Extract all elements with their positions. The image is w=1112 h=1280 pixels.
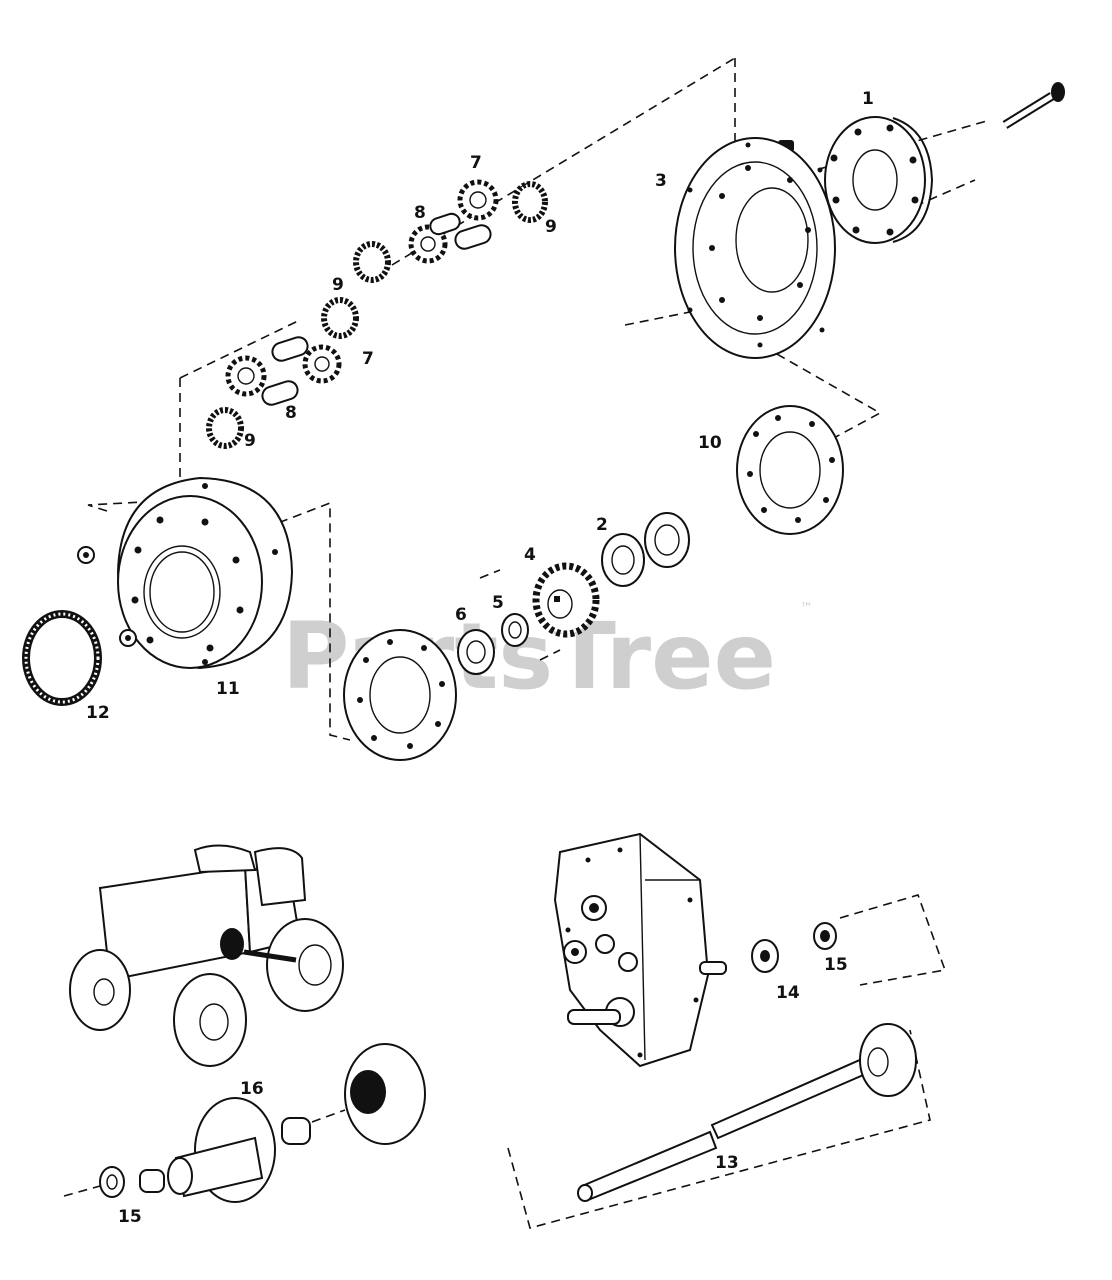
nut-icon (99, 1166, 125, 1198)
nut-icon (119, 629, 137, 647)
callout-15b: 15 (118, 1207, 142, 1227)
pin-icon (454, 224, 492, 250)
hub-flange-icon (824, 116, 934, 244)
transmission-case-icon (553, 832, 727, 1068)
bushing-icon (281, 1117, 311, 1145)
callout-7b: 7 (362, 349, 374, 369)
tractor-icon (69, 844, 344, 1067)
differential-case-icon (116, 476, 294, 670)
callout-8a: 8 (414, 203, 426, 223)
callout-4: 4 (524, 545, 536, 565)
callout-1: 1 (862, 89, 874, 109)
callout-9a: 9 (545, 217, 557, 237)
callout-2: 2 (596, 515, 608, 535)
pinion-gear-icon (457, 179, 499, 221)
callout-13: 13 (715, 1153, 739, 1173)
callout-9b: 9 (332, 275, 344, 295)
pin-icon (429, 212, 461, 236)
pin-icon (271, 336, 309, 362)
callout-16: 16 (240, 1079, 264, 1099)
axle-hub-icon (167, 1043, 426, 1203)
callout-11: 11 (216, 679, 240, 699)
housing-plate-icon (674, 137, 836, 359)
gasket-icon (736, 405, 844, 535)
spring-icon (321, 297, 359, 339)
gasket-icon (343, 629, 457, 761)
bushing-icon (501, 613, 529, 647)
spring-icon (512, 181, 548, 223)
callout-5: 5 (492, 593, 504, 613)
washer-icon (601, 533, 645, 587)
callout-12: 12 (86, 703, 110, 723)
bearing-ring-icon (22, 610, 102, 706)
spring-icon (206, 407, 244, 449)
callout-10: 10 (698, 433, 722, 453)
callout-6: 6 (455, 605, 467, 625)
pinion-gear-icon (408, 224, 448, 264)
nut-icon (77, 546, 95, 564)
callout-14: 14 (776, 983, 800, 1003)
callout-8b: 8 (285, 403, 297, 423)
axle-icon (577, 1023, 917, 1202)
callout-7a: 7 (470, 153, 482, 173)
callout-15a: 15 (824, 955, 848, 975)
bushing-icon (139, 1169, 165, 1193)
washer-icon (751, 939, 779, 973)
callout-9c: 9 (244, 431, 256, 451)
bolt-icon (1002, 82, 1065, 129)
gear-icon (532, 562, 600, 638)
washer-icon (644, 512, 690, 568)
pin-icon (261, 380, 299, 406)
pinion-gear-icon (302, 344, 342, 384)
nut-icon (813, 922, 837, 950)
axle-frame (507, 894, 947, 1229)
spring-icon (353, 241, 391, 283)
watermark-trademark: ™ (800, 601, 813, 616)
washer-icon (457, 629, 495, 675)
pinion-gear-icon (225, 355, 267, 397)
callout-3: 3 (655, 171, 667, 191)
